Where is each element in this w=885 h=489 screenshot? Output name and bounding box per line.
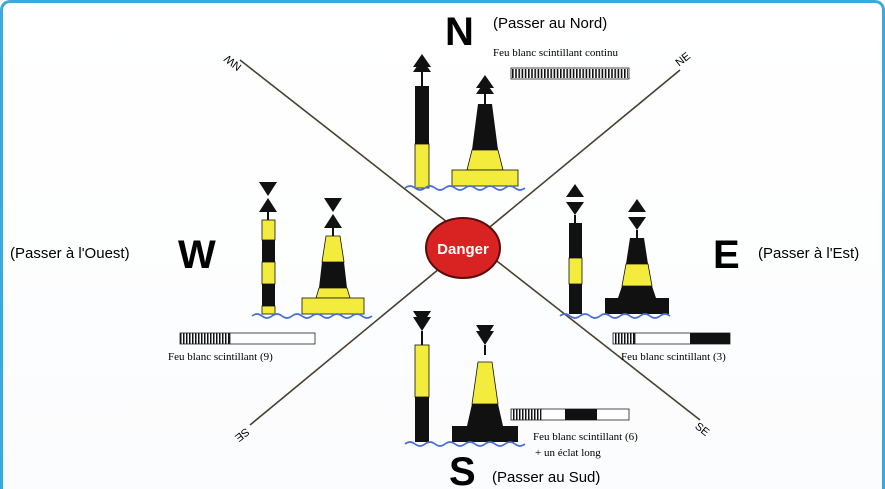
- east-pillar-buoy: [566, 184, 584, 314]
- south-letter: S: [449, 450, 476, 489]
- west-pillar-buoy: [259, 182, 277, 315]
- axis-label-se: SE: [692, 420, 711, 438]
- north-conical-buoy: [451, 75, 519, 187]
- north-pillar-buoy: [413, 54, 431, 189]
- axis-label-sw: SE: [232, 425, 251, 443]
- east-letter: E: [713, 233, 740, 277]
- north-letter: N: [445, 10, 474, 54]
- north-light-pattern: [510, 67, 630, 80]
- north-light-description: Feu blanc scintillant continu: [493, 47, 618, 59]
- south-light-description-line1: Feu blanc scintillant (6): [533, 431, 638, 443]
- west-caption: (Passer à l'Ouest): [10, 245, 130, 262]
- south-pillar-buoy: [413, 311, 431, 442]
- danger-label: Danger: [437, 241, 489, 258]
- east-light-description: Feu blanc scintillant (3): [621, 351, 726, 363]
- south-conical-buoy: [452, 325, 518, 442]
- west-light-pattern: [179, 332, 316, 345]
- east-water: [559, 313, 671, 319]
- north-water: [404, 185, 526, 191]
- east-conical-buoy: [605, 199, 669, 314]
- axis-label-nw: NW: [222, 52, 244, 73]
- east-caption: (Passer à l'Est): [758, 245, 859, 262]
- south-light-pattern: [510, 408, 630, 421]
- axis-label-ne: NE: [673, 50, 692, 69]
- south-water: [404, 441, 526, 447]
- west-conical-buoy: [301, 198, 365, 315]
- west-water: [251, 313, 373, 319]
- east-light-pattern: [612, 332, 731, 345]
- south-caption: (Passer au Sud): [492, 469, 600, 486]
- north-caption: (Passer au Nord): [493, 15, 607, 32]
- south-light-description-line2: + un éclat long: [535, 447, 601, 459]
- danger-marker: Danger: [425, 217, 501, 279]
- west-letter: W: [178, 233, 216, 277]
- west-light-description: Feu blanc scintillant (9): [168, 351, 273, 363]
